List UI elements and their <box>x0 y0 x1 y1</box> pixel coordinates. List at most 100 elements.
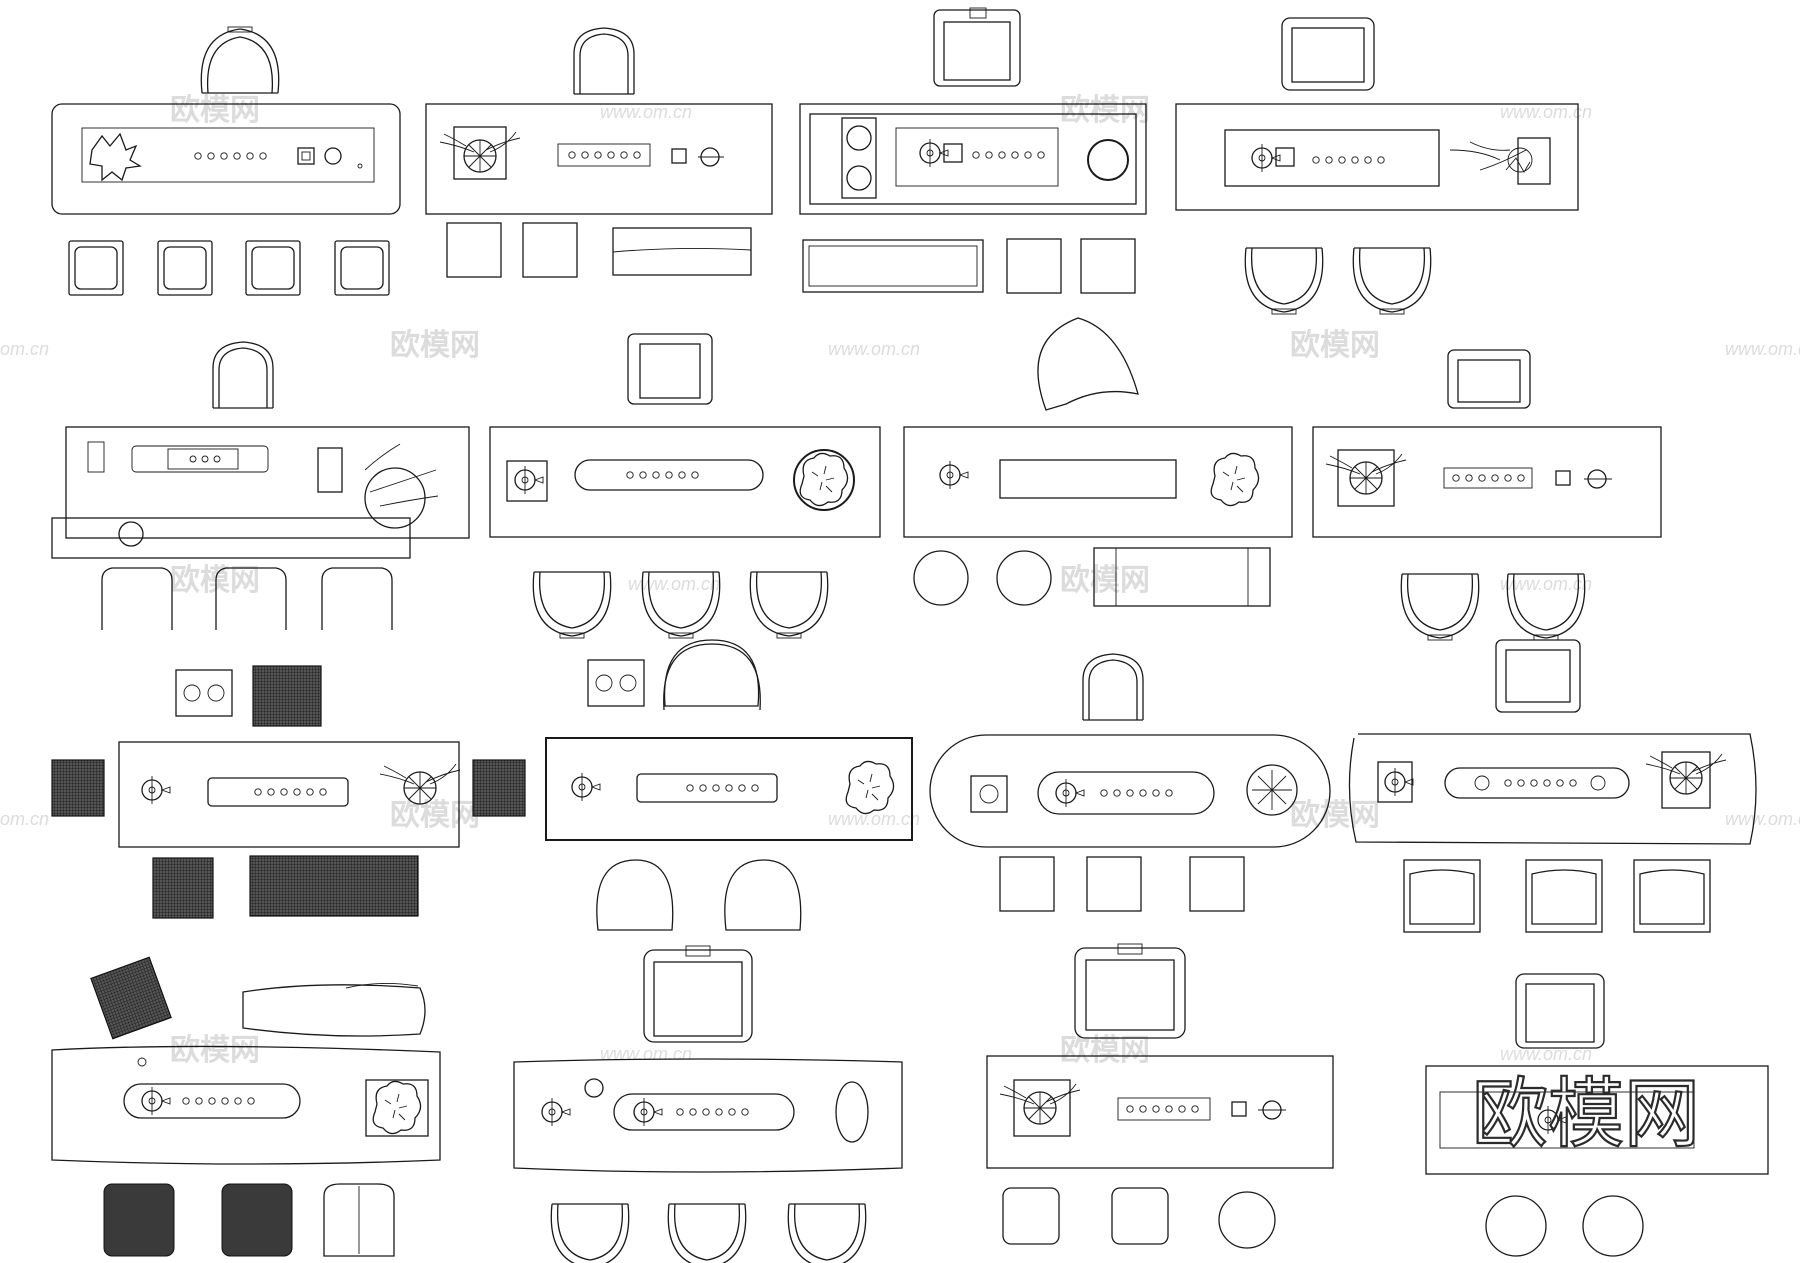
tea-set-r4c1 <box>51 956 441 1257</box>
plant-icon <box>372 1080 422 1135</box>
svg-text:欧模网: 欧模网 <box>390 329 480 362</box>
cup-row-icon <box>686 784 759 792</box>
watermark-layer: 欧模网 www.om.cn 欧模网 www.om.cn om.cn 欧模网 ww… <box>0 94 1800 1067</box>
svg-text:www.om.cn: www.om.cn <box>600 102 692 122</box>
chair-icon <box>200 26 280 94</box>
chair-icon <box>1447 349 1531 409</box>
cup-row-icon <box>626 471 699 479</box>
round-stool-icon <box>1218 1191 1276 1249</box>
stool-icon <box>587 659 645 707</box>
chair-icon <box>1525 859 1603 933</box>
chair-icon <box>1037 317 1139 411</box>
chair-icon <box>1082 653 1144 721</box>
svg-text:www.om.cn: www.om.cn <box>1500 102 1592 122</box>
cup-row-icon <box>182 1097 255 1105</box>
cushion-icon <box>152 857 214 919</box>
svg-text:欧模网: 欧模网 <box>1290 799 1380 832</box>
bench-icon <box>802 239 984 293</box>
chair-icon <box>221 1183 293 1257</box>
tea-set-r2c2 <box>489 333 881 707</box>
stool-icon <box>1080 238 1136 294</box>
brand-watermark: 欧模网 <box>1471 1068 1701 1159</box>
tea-set-r4c3 <box>986 943 1334 1249</box>
chair-icon <box>787 1203 867 1263</box>
stool-icon <box>999 856 1055 912</box>
cup-row-icon <box>1100 789 1173 797</box>
brand-watermark-text: 欧模网 <box>1472 1069 1700 1158</box>
cushion-icon <box>252 665 322 727</box>
tea-table-icon <box>1312 426 1662 538</box>
cup-row-icon <box>1452 474 1525 482</box>
chair-icon <box>1244 247 1324 315</box>
chair-icon <box>724 859 802 931</box>
svg-text:om.cn: om.cn <box>0 339 49 359</box>
tea-table-icon <box>51 1045 441 1165</box>
svg-text:欧模网: 欧模网 <box>1060 1034 1150 1067</box>
kettle-icon <box>514 465 544 495</box>
round-stool-icon <box>996 550 1052 606</box>
chair-icon <box>627 333 713 405</box>
svg-text:www.om.cn: www.om.cn <box>1500 574 1592 594</box>
tea-set-r3c2 <box>545 643 913 931</box>
stool-icon <box>1006 238 1062 294</box>
tea-set-r3c3 <box>929 653 1331 912</box>
plant-icon <box>845 760 895 815</box>
stool-icon <box>245 240 301 296</box>
chair-icon <box>667 1203 747 1263</box>
stool-icon <box>446 222 502 278</box>
svg-text:www.om.cn: www.om.cn <box>1500 1044 1592 1064</box>
bench-icon <box>1093 547 1271 607</box>
chair-icon <box>323 1183 395 1257</box>
chair-icon <box>101 567 173 630</box>
chair-icon <box>1400 573 1480 641</box>
plant-icon <box>379 763 461 805</box>
bench-icon <box>249 855 419 917</box>
kettle-icon <box>1384 767 1414 797</box>
tea-table-icon <box>425 103 773 215</box>
tea-set-r1c1 <box>51 26 401 296</box>
tea-set-r1c4 <box>1175 17 1579 315</box>
tea-set-r1c3 <box>799 7 1147 294</box>
chair-icon <box>1633 859 1711 933</box>
cushion-icon <box>1111 1187 1169 1245</box>
bench-icon <box>612 227 752 276</box>
cushion-icon <box>51 759 105 817</box>
chair-icon <box>321 567 393 630</box>
svg-text:www.om.cn: www.om.cn <box>1725 339 1800 359</box>
svg-text:om.cn: om.cn <box>0 809 49 829</box>
chair-icon <box>532 571 612 639</box>
chair-icon <box>749 571 829 639</box>
kettle-icon <box>141 775 171 805</box>
tea-table-icon <box>1348 733 1757 845</box>
tea-table-icon <box>903 426 1293 538</box>
kettle-icon <box>141 1086 171 1116</box>
kettle-icon <box>541 1097 571 1127</box>
svg-text:欧模网: 欧模网 <box>170 564 260 597</box>
svg-text:欧模网: 欧模网 <box>390 799 480 832</box>
bench-icon <box>242 984 426 1037</box>
chair-icon <box>573 27 635 95</box>
tea-set-r3c4 <box>1348 733 1757 933</box>
kettle-icon <box>939 460 969 490</box>
kettle-icon <box>571 772 601 802</box>
chair-icon <box>212 341 274 409</box>
cup-row-icon <box>254 788 327 796</box>
plant-icon <box>1645 753 1727 795</box>
cup-row-icon <box>676 1108 749 1116</box>
plant-icon <box>89 132 142 182</box>
tea-table-icon <box>986 1055 1334 1169</box>
plant-icon <box>999 1083 1081 1125</box>
tea-set-r2c4 <box>1312 349 1662 713</box>
svg-text:欧模网: 欧模网 <box>170 94 260 127</box>
svg-text:欧模网: 欧模网 <box>1060 94 1150 127</box>
tea-set-r3c1 <box>51 741 526 919</box>
chair-icon <box>103 1183 175 1257</box>
cushion-icon <box>90 956 172 1040</box>
plant-icon <box>1210 452 1260 507</box>
svg-text:欧模网: 欧模网 <box>1290 329 1380 362</box>
svg-text:www.om.cn: www.om.cn <box>628 574 720 594</box>
stool-icon <box>157 240 213 296</box>
chair-icon <box>1281 17 1375 91</box>
plant-icon <box>439 131 521 173</box>
